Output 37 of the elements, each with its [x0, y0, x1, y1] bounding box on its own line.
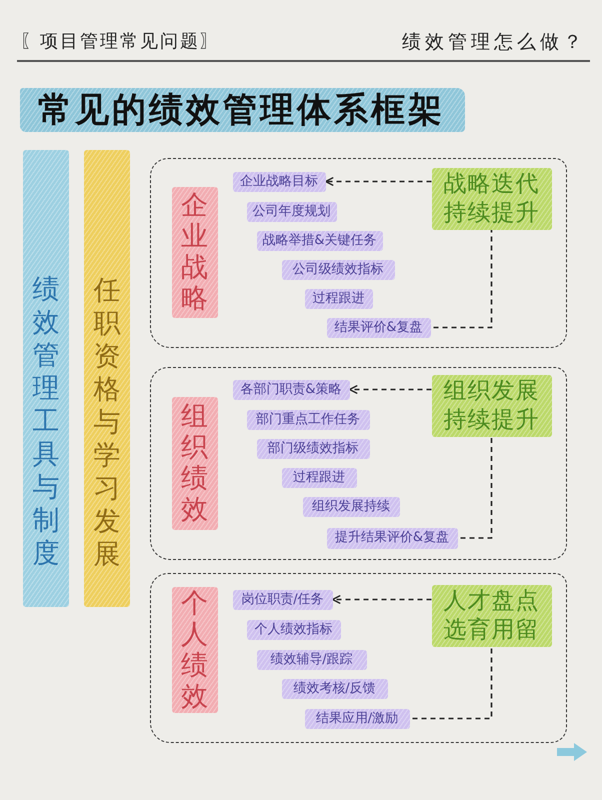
- step-box: 各部门职责&策略: [232, 380, 350, 400]
- title-banner: 常见的绩效管理体系框架: [20, 88, 465, 132]
- step-box: 结果评价&复盘: [326, 318, 430, 338]
- vertical-band: 任职资格与学习发展: [84, 150, 130, 607]
- arrow: [348, 385, 432, 394]
- step-box: 公司年度规划: [246, 202, 336, 222]
- header-text: 〖项目管理常见问题〗: [20, 30, 221, 54]
- dashed-frame: [150, 367, 567, 560]
- header-text: 绩效管理怎么做？: [401, 30, 586, 55]
- step-box: 绩效考核/反馈: [282, 678, 388, 698]
- step-box: 公司级绩效指标: [282, 260, 394, 280]
- step-box: 企业战略目标: [232, 172, 326, 192]
- step-box: 战略举措&关键任务: [256, 230, 382, 250]
- step-box: 绩效辅导/跟踪: [256, 650, 366, 670]
- goal-box: 人才盘点选育用留: [432, 584, 552, 646]
- step-box: 过程跟进: [282, 468, 356, 488]
- step-box: 过程跟进: [304, 288, 372, 308]
- connector-line: [460, 436, 492, 539]
- category-box: 个人绩效: [172, 586, 218, 712]
- arrow: [332, 595, 432, 604]
- dashed-frame: [150, 573, 567, 743]
- step-box: 提升结果评价&复盘: [326, 528, 458, 548]
- connector-line: [434, 230, 492, 328]
- goal-box: 组织发展持续提升: [432, 374, 552, 436]
- arrow: [324, 177, 432, 186]
- step-box: 岗位职责/任务: [232, 590, 332, 610]
- category-box: 企业战略: [172, 186, 218, 318]
- dashed-frame: [150, 158, 567, 348]
- step-box: 部门重点工作任务: [246, 410, 370, 430]
- connector-line: [412, 646, 492, 720]
- step-box: 结果应用/激励: [304, 708, 410, 728]
- category-box: 组织绩效: [172, 396, 218, 530]
- step-box: 个人绩效指标: [246, 620, 340, 640]
- goal-box: 战略迭代持续提升: [432, 168, 552, 230]
- step-box: 组织发展持续: [302, 496, 400, 516]
- step-box: 部门级绩效指标: [256, 438, 370, 458]
- vertical-band: 绩效管理工具与制度: [23, 150, 69, 607]
